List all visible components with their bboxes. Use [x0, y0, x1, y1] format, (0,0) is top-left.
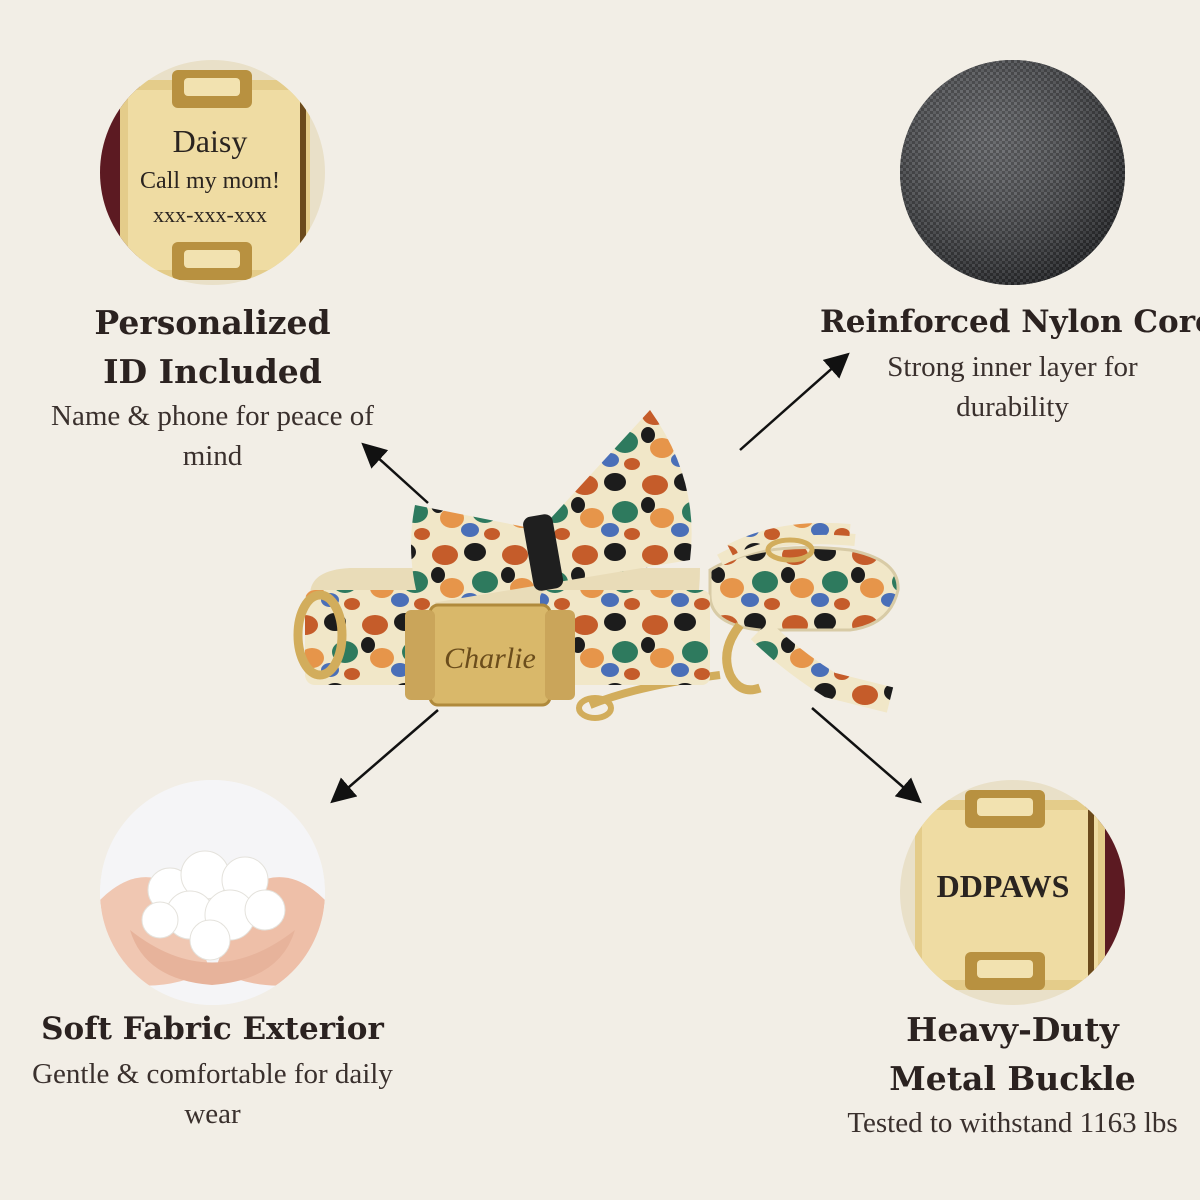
- tag-name-text: Daisy: [173, 123, 248, 159]
- feature-title: Soft Fabric Exterior: [41, 1011, 384, 1047]
- feature-personalized-id: Personalized ID Included Name & phone fo…: [20, 298, 405, 476]
- personalized-tag-image: Daisy Call my mom! xxx-xxx-xxx: [100, 60, 325, 285]
- feature-metal-buckle: Heavy-Duty Metal Buckle Tested to withst…: [820, 1005, 1200, 1143]
- feature-description: Strong inner layer for durability: [887, 351, 1138, 423]
- feature-description: Gentle & comfortable for daily wear: [32, 1058, 393, 1130]
- arrow-personalized-id: [361, 442, 429, 504]
- feature-soft-fabric: Soft Fabric Exterior Gentle & comfortabl…: [5, 1005, 420, 1134]
- brand-tag-image: DDPAWS: [900, 780, 1125, 1005]
- leash: [576, 522, 900, 721]
- tag-brand-text: DDPAWS: [937, 868, 1070, 904]
- bow-tie: [411, 410, 692, 605]
- tag-phone-text: xxx-xxx-xxx: [153, 202, 267, 227]
- feature-title: Personalized ID Included: [94, 303, 331, 391]
- feature-nylon-core: Reinforced Nylon Core Strong inner layer…: [820, 298, 1200, 427]
- feature-title: Reinforced Nylon Core: [820, 304, 1200, 340]
- cotton-hands-image: [100, 780, 325, 1005]
- arrow-metal-buckle: [811, 707, 922, 804]
- nylon-texture-image: [900, 60, 1125, 285]
- arrow-nylon-core: [739, 352, 850, 451]
- feature-description: Name & phone for peace of mind: [51, 400, 374, 472]
- tag-line-text: Call my mom!: [140, 168, 280, 194]
- arrow-soft-fabric: [330, 709, 439, 804]
- collar-bowtie-leash-product: Charlie: [293, 410, 900, 721]
- feature-description: Tested to withstand 1163 lbs: [847, 1107, 1178, 1139]
- collar: Charlie: [293, 568, 710, 707]
- feature-title: Heavy-Duty Metal Buckle: [889, 1010, 1136, 1098]
- buckle-engraving-text: Charlie: [444, 642, 536, 675]
